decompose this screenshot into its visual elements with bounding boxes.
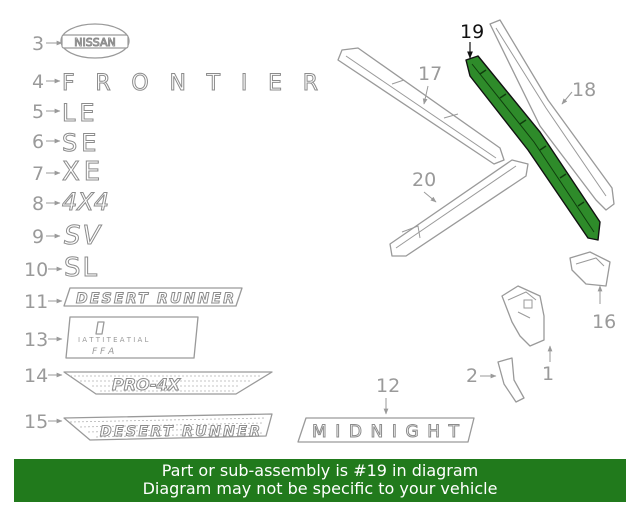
mud-guard-1 (501, 285, 545, 347)
callout-6: 6 (32, 131, 44, 153)
callout-9: 9 (32, 226, 44, 248)
callout-18: 18 (572, 79, 596, 101)
midnight-text: MIDNIGHT (312, 422, 462, 442)
callout-2: 2 (466, 365, 478, 387)
sl-emblem: SL (64, 253, 99, 283)
decal-13-line2: F F A (92, 347, 114, 357)
decal-13-line1: I A T T I T E A T I A L (78, 336, 149, 344)
callout-7: 7 (32, 163, 44, 185)
desert-runner-text: DESERT RUNNER (76, 291, 234, 307)
callout-3: 3 (32, 33, 44, 55)
callout-12: 12 (376, 375, 400, 397)
desert-runner-badge: DESERT RUNNER (63, 287, 243, 308)
callout-17: 17 (418, 63, 442, 85)
mud-flap-16 (569, 251, 611, 287)
frontier-emblem: FRONTIER (62, 71, 334, 96)
4x4-emblem: 4X4 (62, 188, 109, 216)
callout-4: 4 (32, 71, 44, 93)
bracket-2 (497, 357, 525, 403)
midnight-emblem: MIDNIGHT (297, 417, 475, 443)
pro4x-text: PRO-4X (112, 375, 181, 394)
callout-14: 14 (24, 365, 48, 387)
callout-19: 19 (460, 21, 484, 43)
callout-13: 13 (24, 329, 48, 351)
highlighted-part-19 (465, 55, 601, 241)
callout-16: 16 (592, 311, 616, 333)
callout-20: 20 (412, 169, 436, 191)
decal-panel-13: I A T T I T E A T I A L F F A (65, 316, 199, 359)
banner-line-2: Diagram may not be specific to your vehi… (142, 479, 498, 498)
se-emblem: SE (62, 129, 100, 157)
callout-15: 15 (24, 411, 48, 433)
le-emblem: LE (62, 99, 99, 127)
callout-11: 11 (24, 291, 48, 313)
xe-emblem: XE (62, 157, 104, 187)
desert-runner-stripe-decal: DESERT RUNNER (63, 413, 273, 441)
banner-line-1: Part or sub-assembly is #19 in diagram (161, 461, 479, 480)
info-banner: Part or sub-assembly is #19 in diagram D… (14, 459, 626, 502)
nissan-emblem-text: NISSAN (74, 36, 115, 49)
callout-5: 5 (32, 101, 44, 123)
callout-1: 1 (542, 363, 554, 385)
nissan-emblem: NISSAN (60, 23, 130, 59)
side-rail-17 (337, 47, 505, 165)
callout-10: 10 (24, 259, 48, 281)
pro4x-stripe-decal: PRO-4X (63, 371, 273, 395)
side-panel-18 (489, 19, 615, 211)
sv-emblem: SV (64, 221, 103, 251)
callout-8: 8 (32, 193, 44, 215)
parts-diagram: 3 NISSAN 4 FRONTIER 5 LE 6 SE 7 XE 8 4X4… (24, 19, 616, 443)
side-rail-20 (389, 159, 529, 257)
